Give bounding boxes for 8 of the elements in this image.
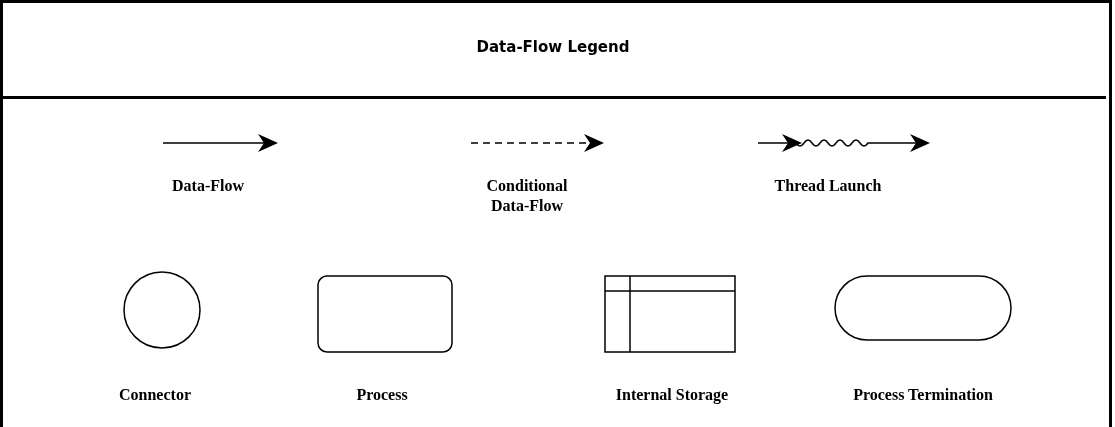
legend-label: Internal Storage bbox=[614, 385, 730, 405]
legend-label: Process bbox=[355, 385, 409, 405]
legend-label: Process Termination bbox=[852, 385, 994, 405]
legend-label: Data-Flow bbox=[171, 176, 245, 196]
legend-label: Connector bbox=[118, 385, 192, 405]
legend-label: Conditional Data-Flow bbox=[485, 176, 569, 216]
legend-label: Thread Launch bbox=[773, 176, 883, 196]
legend-title: Data-Flow Legend bbox=[475, 38, 631, 56]
